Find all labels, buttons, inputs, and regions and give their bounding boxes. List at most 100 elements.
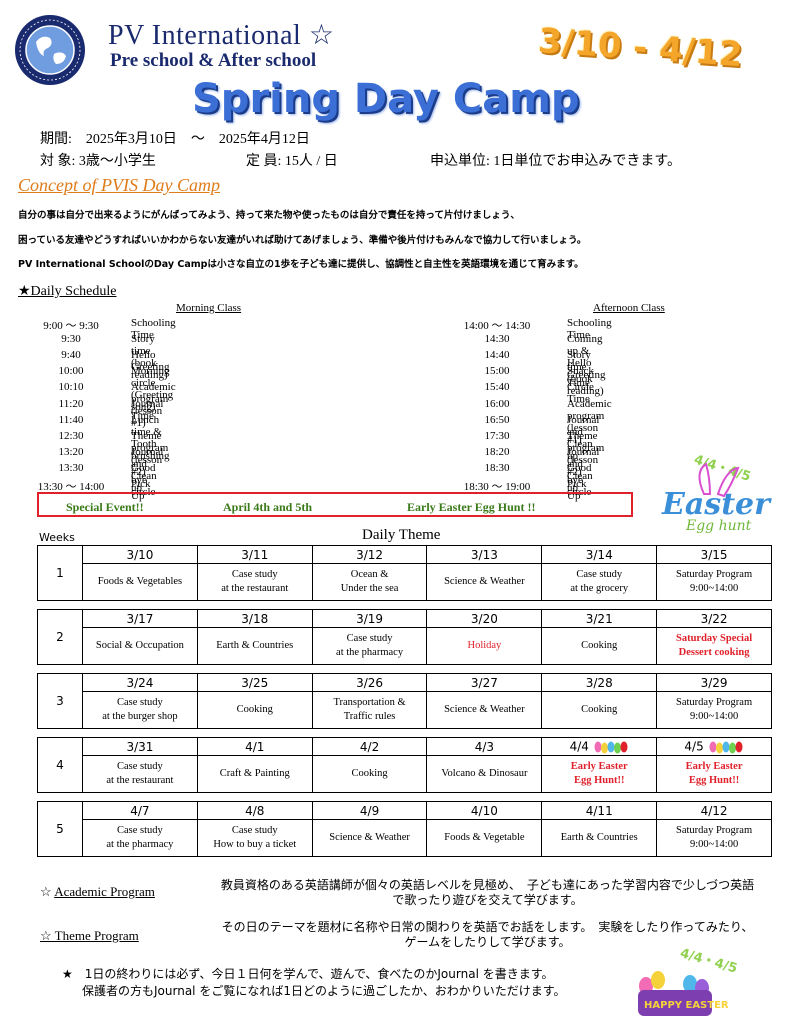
day-theme-line-1: Cooking — [236, 704, 273, 715]
globe-logo-icon — [15, 15, 85, 85]
day-theme-cell: Foods & Vegetable — [426, 819, 543, 857]
schedule-time: 14:00 ～ 14:30 — [463, 320, 531, 332]
day-theme-line-2: How to buy a ticket — [213, 839, 297, 850]
day-theme-line-1: Saturday Special — [676, 633, 753, 644]
day-date-cell: 3/14 — [541, 545, 658, 564]
day-theme-line-2: Egg Hunt!! — [688, 775, 740, 786]
day-date: 4/8 — [245, 803, 265, 818]
day-theme-line-1: Saturday Program — [676, 697, 753, 708]
day-date: 4/9 — [359, 803, 380, 818]
day-theme-line-1: Cooking — [351, 768, 388, 779]
day-theme-cell: Case study at the burger shop — [82, 691, 198, 729]
schedule-activity: Schooling Time — [131, 317, 176, 341]
schedule-time: 14:30 — [484, 333, 510, 346]
schedule-time: 9:00 ～ 9:30 — [43, 320, 99, 332]
easter-badge-word: Easter — [661, 487, 772, 522]
week-number: 5 — [37, 801, 83, 857]
day-theme-line-1: Science & Weather — [329, 832, 410, 843]
day-theme-line-1: Case study — [117, 825, 163, 836]
day-date-cell: 3/25 — [196, 673, 313, 692]
day-theme-line-1: Case study — [576, 569, 623, 580]
schedule-activity: Good bye circle — [567, 461, 592, 498]
day-theme-cell: Transportation & Traffic rules — [311, 691, 428, 729]
basket-dates: 4/4・4/5 — [678, 948, 739, 977]
schedule-time: 10:00 — [58, 365, 84, 378]
special-event-box — [37, 492, 633, 517]
day-date: 4/10 — [470, 803, 498, 818]
day-date: 3/14 — [585, 547, 613, 562]
day-date: 3/12 — [356, 547, 384, 562]
day-theme-cell: Case study at the grocery — [541, 563, 658, 601]
schedule-time: 13:30 — [58, 461, 84, 474]
day-date: 3/29 — [700, 675, 728, 690]
day-date: 3/31 — [126, 739, 154, 754]
schedule-activity: Journal Time — [131, 397, 164, 422]
day-date: 4/7 — [130, 803, 150, 818]
day-date-cell: 4/7 — [82, 801, 198, 820]
day-theme-cell: Ocean &Under the sea — [311, 563, 428, 601]
day-theme-line-1: Case study — [117, 697, 163, 708]
daily-schedule-title: ★Daily Schedule — [18, 284, 117, 299]
week-number: 4 — [37, 737, 83, 793]
day-date: 3/25 — [241, 675, 269, 690]
schedule-time: 18:30 — [484, 461, 510, 474]
weeks-label: Weeks — [39, 531, 75, 544]
special-event-name: Early Easter Egg Hunt !! — [407, 500, 536, 514]
day-theme-cell: Cooking — [541, 627, 658, 665]
day-theme-line-1: Case study — [231, 569, 278, 580]
day-theme-line-2: at the pharmacy — [336, 647, 404, 658]
day-theme-line-1: Early Easter — [685, 761, 743, 772]
schedule-time: 15:40 — [484, 381, 510, 394]
camp-date-range: 3/10 - 4/12 — [536, 20, 744, 76]
camp-target: 対 象: 3歳～小学生 — [40, 154, 156, 169]
day-date-cell: 3/11 — [196, 545, 313, 564]
week-number: 3 — [37, 673, 83, 729]
day-theme-line-2: at the burger shop — [102, 711, 178, 722]
day-theme-line-1: Ocean & — [350, 569, 389, 580]
theme-program-label: ☆ Theme Program — [40, 928, 139, 943]
schedule-activity: Circle Time — [567, 381, 594, 406]
concept-title: Concept of PVIS Day Camp — [18, 175, 220, 195]
day-date-cell: 3/22 — [656, 609, 772, 628]
schedule-time: 11:40 — [58, 413, 84, 426]
concept-line-3: PV International SchoolのDay Campは小さな自立の1… — [18, 259, 584, 270]
special-event-label: Special Event!! — [66, 500, 144, 514]
schedule-time: 17:30 — [484, 429, 510, 442]
application-unit: 申込単位: 1日単位でお申込みできます。 — [430, 154, 681, 169]
day-theme-line-1: Transportation & — [333, 697, 406, 708]
day-theme-line-2: Egg Hunt!! — [573, 775, 625, 786]
day-date-cell: 4/12 — [656, 801, 772, 820]
academic-program-star: ☆ — [40, 884, 55, 899]
morning-class-heading: Morning Class — [176, 302, 242, 314]
day-date-cell: 4/4 — [541, 737, 658, 756]
day-theme-line-2: Traffic rules — [343, 711, 396, 722]
schedule-activity: Story time (book reading) — [131, 333, 168, 382]
day-theme-cell: Craft & Painting — [196, 755, 313, 793]
schedule-time: 18:20 — [484, 445, 510, 458]
day-theme-line-2: at the grocery — [570, 583, 629, 594]
day-date: 3/28 — [585, 675, 613, 690]
day-theme-cell: Cooking — [541, 691, 658, 729]
schedule-activity: Good bye circle — [131, 461, 156, 498]
day-date-cell: 3/15 — [656, 545, 772, 564]
schedule-time: 16:00 — [484, 397, 510, 410]
easter-eggs-icon — [709, 741, 743, 753]
schedule-activity: Snack Time — [567, 365, 594, 390]
day-date: 3/22 — [700, 611, 728, 626]
day-date: 3/19 — [356, 611, 384, 626]
day-theme-cell: Social & Occupation — [82, 627, 198, 665]
day-date: 4/3 — [474, 739, 495, 754]
day-date-cell: 4/3 — [426, 737, 543, 756]
journal-note: ★ 1日の終わりには必ず、今日１日何を学んで、遊んで、食べたのかJournal … — [62, 966, 566, 1000]
day-theme-line-1: Holiday — [467, 640, 502, 651]
day-theme-line-1: Cooking — [581, 704, 618, 715]
